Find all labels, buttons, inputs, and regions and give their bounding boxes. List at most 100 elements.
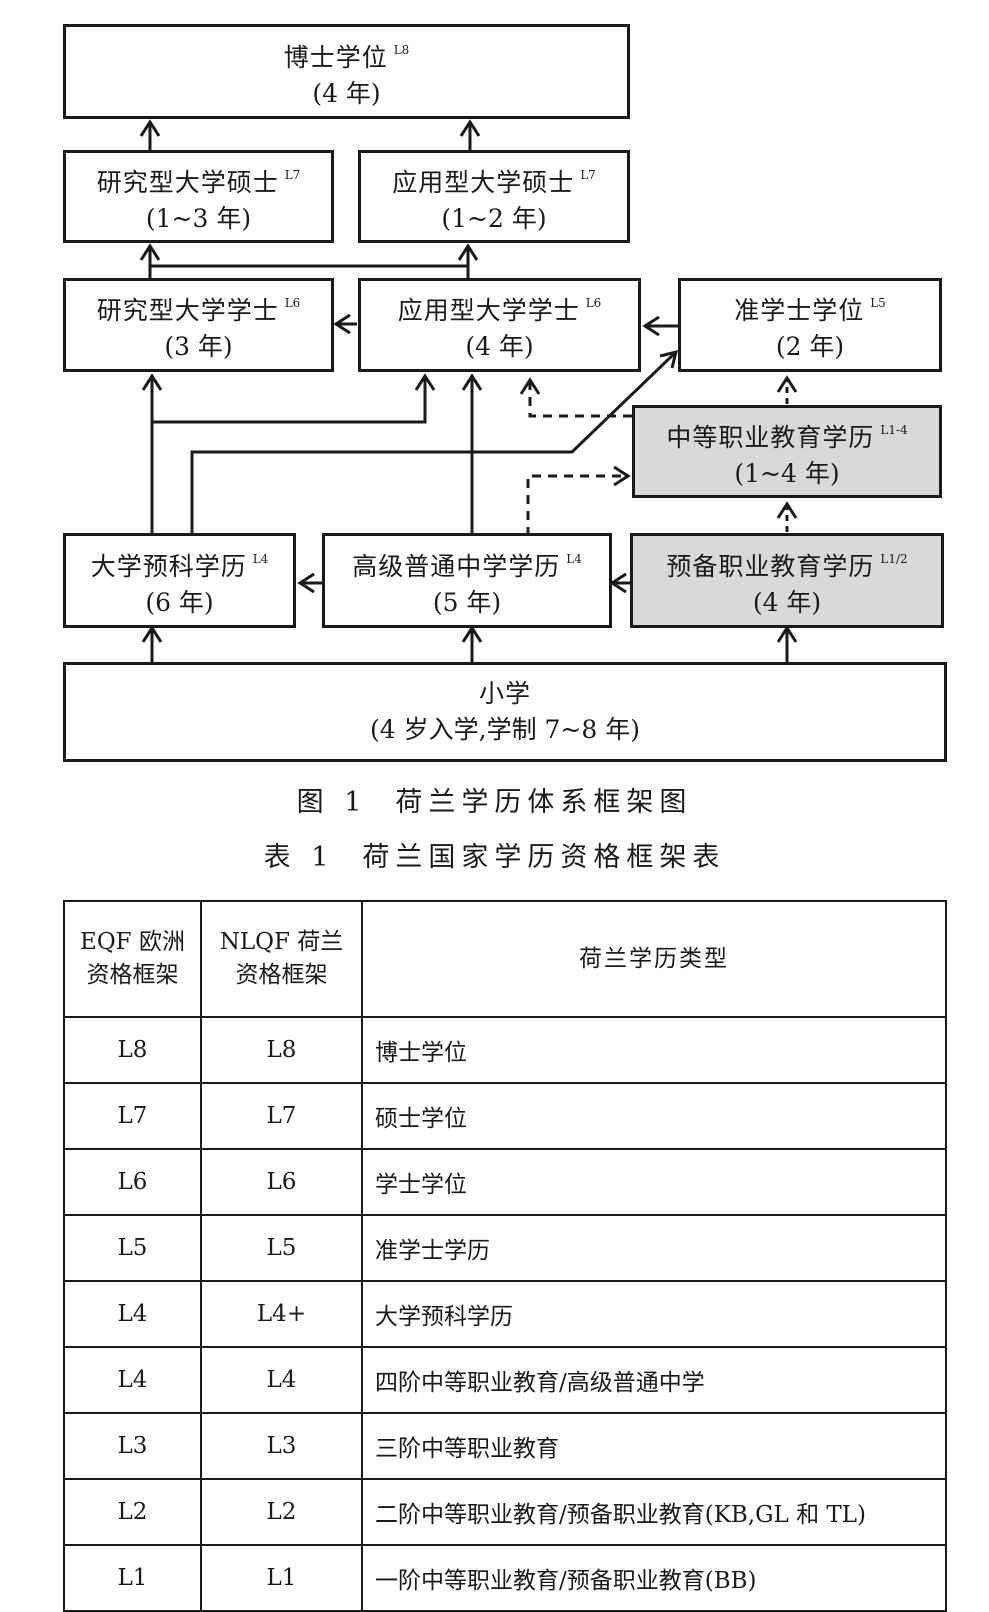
node-primary: 小学 (4 岁入学,学制 7~8 年) xyxy=(63,662,947,762)
level-tag: L7 xyxy=(284,167,301,182)
table-number: 表 1 xyxy=(263,842,335,873)
arrow-research-master-to-phd xyxy=(139,119,161,150)
node-title: 预备职业教育学历 xyxy=(666,551,875,581)
cell-type: 学士学位 xyxy=(361,1148,947,1216)
arrow-havo-to-vwo xyxy=(297,572,322,594)
node-title: 研究型大学硕士 xyxy=(96,167,279,197)
cell-eqf: L4 xyxy=(63,1346,202,1414)
table-row: L4 L4 四阶中等职业教育/高级普通中学 xyxy=(63,1346,947,1414)
node-research-master: 研究型大学硕士 L7 (1~3 年) xyxy=(63,150,334,243)
cell-nlqf: L1 xyxy=(200,1544,363,1612)
cell-nlqf: L8 xyxy=(200,1016,363,1084)
figure-title: 荷兰学历体系框架图 xyxy=(395,787,693,818)
cell-type: 三阶中等职业教育 xyxy=(361,1412,947,1480)
cell-type: 二阶中等职业教育/预备职业教育(KB,GL 和 TL) xyxy=(361,1478,947,1546)
node-duration: (1~2 年) xyxy=(441,203,547,233)
node-title: 中等职业教育学历 xyxy=(666,422,875,452)
arrow-primary-to-havo xyxy=(461,625,483,662)
node-duration: (1~3 年) xyxy=(145,203,252,233)
arrow-vwo-branch-to-applied-bachelor xyxy=(152,373,436,424)
arrow-vwo-to-research-bachelor xyxy=(141,373,163,536)
cell-eqf: L7 xyxy=(63,1082,202,1150)
diagram-connectors xyxy=(139,119,798,662)
node-title: 博士学位 xyxy=(283,42,388,72)
node-duration: (3 年) xyxy=(164,332,233,361)
node-duration: (6 年) xyxy=(145,587,214,617)
cell-eqf: L6 xyxy=(63,1148,202,1216)
node-duration: (2 年) xyxy=(775,332,845,361)
cell-nlqf: L2 xyxy=(200,1478,363,1546)
arrow-applied-master-to-phd xyxy=(459,119,481,150)
level-tag: L6 xyxy=(585,296,602,310)
level-tag: L1-4 xyxy=(880,422,908,437)
arrow-primary-to-vwo xyxy=(141,625,163,662)
figure-caption: 图 1 荷兰学历体系框架图 xyxy=(0,780,989,819)
cell-nlqf: L4 xyxy=(200,1346,363,1414)
node-mbo: 中等职业教育学历 L1-4 (1~4 年) xyxy=(632,405,942,498)
cell-type: 四阶中等职业教育/高级普通中学 xyxy=(361,1346,947,1414)
header-eqf: EQF 欧洲 资格框架 xyxy=(63,900,202,1018)
table-row: L6 L6 学士学位 xyxy=(63,1148,947,1216)
node-duration: (4 年) xyxy=(312,78,381,108)
node-title: 应用型大学学士 xyxy=(397,296,580,325)
cell-eqf: L5 xyxy=(63,1214,202,1282)
level-tag: L4 xyxy=(252,551,269,566)
figure-number: 图 1 xyxy=(296,787,368,818)
level-tag: L1/2 xyxy=(880,551,908,566)
table-header-row: EQF 欧洲 资格框架 NLQF 荷兰 资格框架 荷兰学历类型 xyxy=(63,900,947,1018)
header-eqf-line1: EQF 欧洲 xyxy=(80,929,185,955)
cell-nlqf: L4+ xyxy=(200,1280,363,1348)
cell-eqf: L2 xyxy=(63,1478,202,1546)
table-row: L5 L5 准学士学历 xyxy=(63,1214,947,1282)
cell-nlqf: L7 xyxy=(200,1082,363,1150)
arrow-vmbo-to-havo xyxy=(609,572,630,594)
cell-type: 一阶中等职业教育/预备职业教育(BB) xyxy=(361,1544,947,1612)
node-duration: (4 岁入学,学制 7~8 年) xyxy=(370,715,640,744)
arrow-primary-to-vmbo xyxy=(776,625,798,662)
cell-eqf: L3 xyxy=(63,1412,202,1480)
node-title: 研究型大学学士 xyxy=(96,296,279,325)
node-title: 应用型大学硕士 xyxy=(392,167,575,197)
node-associate: 准学士学位 L5 (2 年) xyxy=(678,278,942,372)
cell-type: 大学预科学历 xyxy=(361,1280,947,1348)
arrow-havo-to-mbo xyxy=(526,474,628,536)
cell-nlqf: L5 xyxy=(200,1214,363,1282)
node-vmbo: 预备职业教育学历 L1/2 (4 年) xyxy=(630,533,944,628)
cell-nlqf: L3 xyxy=(200,1412,363,1480)
node-applied-bachelor: 应用型大学学士 L6 (4 年) xyxy=(358,278,641,372)
node-title: 小学 xyxy=(478,679,531,708)
header-nlqf-line2: 资格框架 xyxy=(235,962,328,988)
node-research-bachelor: 研究型大学学士 L6 (3 年) xyxy=(63,278,334,372)
cell-type: 硕士学位 xyxy=(361,1082,947,1150)
cell-type: 博士学位 xyxy=(361,1016,947,1084)
level-tag: L5 xyxy=(870,296,886,310)
cell-eqf: L4 xyxy=(63,1280,202,1348)
node-duration: (4 年) xyxy=(465,332,534,361)
header-nlqf-line1: NLQF 荷兰 xyxy=(219,929,344,955)
arrow-mbo-to-applied-bachelor xyxy=(528,380,632,418)
arrow-havo-to-applied-bachelor xyxy=(461,373,483,536)
node-duration: (4 年) xyxy=(752,587,822,617)
arrow-applied-to-research-bachelor xyxy=(333,313,357,335)
table-row: L2 L2 二阶中等职业教育/预备职业教育(KB,GL 和 TL) xyxy=(63,1478,947,1546)
table-row: L4 L4+ 大学预科学历 xyxy=(63,1280,947,1348)
node-duration: (1~4 年) xyxy=(734,458,840,488)
cell-eqf: L8 xyxy=(63,1016,202,1084)
header-eqf-line2: 资格框架 xyxy=(86,962,179,988)
cell-type: 准学士学历 xyxy=(361,1214,947,1282)
node-title: 准学士学位 xyxy=(734,296,865,325)
cell-nlqf: L6 xyxy=(200,1148,363,1216)
arrow-applied-bachelor-to-applied-master xyxy=(457,243,479,280)
level-tag: L8 xyxy=(393,42,410,57)
arrow-vwo-to-associate xyxy=(190,349,679,536)
arrow-research-bachelor-to-research-master xyxy=(139,243,161,280)
arrow-associate-to-applied-bachelor xyxy=(642,315,680,337)
node-duration: (5 年) xyxy=(432,587,502,617)
qualification-table: EQF 欧洲 资格框架 NLQF 荷兰 资格框架 荷兰学历类型 L8 L8 博士… xyxy=(63,900,947,1612)
table-row: L7 L7 硕士学位 xyxy=(63,1082,947,1150)
level-tag: L6 xyxy=(284,296,301,310)
